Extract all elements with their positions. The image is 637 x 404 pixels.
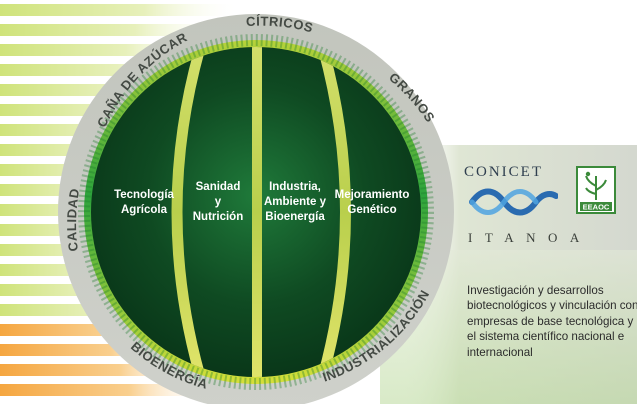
eeaoc-plant-icon: EEAOC bbox=[576, 166, 616, 214]
globe-meridians bbox=[171, 47, 351, 377]
ring-label-left: CALIDAD bbox=[64, 187, 82, 252]
brand-block: CONICET EEAOC ITANOA bbox=[464, 150, 634, 250]
description-text: Investigación y desarrollos biotecnológi… bbox=[467, 284, 637, 359]
conicet-waves-icon bbox=[469, 188, 558, 216]
itanoa-label: ITANOA bbox=[468, 230, 592, 245]
eeaoc-label: EEAOC bbox=[583, 203, 610, 212]
conicet-label: CONICET bbox=[464, 164, 543, 180]
